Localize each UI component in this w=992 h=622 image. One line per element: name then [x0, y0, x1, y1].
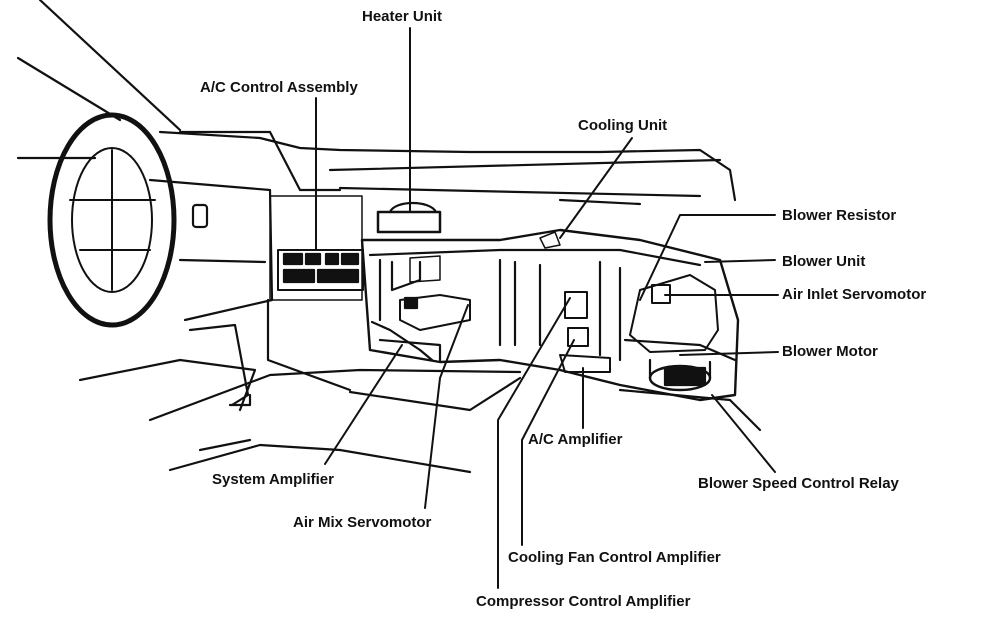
leader-blower-resistor — [639, 214, 776, 301]
label-air-mix-servomotor: Air Mix Servomotor — [293, 514, 432, 531]
leader-compressor-control-amplifier — [497, 297, 571, 589]
label-system-amplifier: System Amplifier — [212, 471, 334, 488]
label-blower-motor: Blower Motor — [782, 343, 878, 360]
leader-system-amplifier — [324, 344, 403, 465]
leader-blower-motor — [679, 351, 779, 356]
leader-cooling-fan-control-amplifier — [521, 339, 575, 546]
label-heater-unit: Heater Unit — [362, 8, 442, 25]
leader-blower-unit — [704, 259, 776, 263]
labels: Heater Unit A/C Control Assembly Cooling… — [200, 8, 926, 610]
label-blower-speed-control-relay: Blower Speed Control Relay — [698, 475, 900, 492]
dashboard-body — [16, 0, 762, 474]
label-ac-amplifier: A/C Amplifier — [528, 431, 623, 448]
label-ac-control-assembly: A/C Control Assembly — [200, 79, 358, 96]
label-compressor-control-amplifier: Compressor Control Amplifier — [476, 593, 691, 610]
leader-air-mix-servomotor — [424, 304, 469, 509]
leader-lines — [315, 27, 779, 589]
leader-cooling-unit — [559, 137, 633, 239]
leader-blower-speed-control-relay — [711, 394, 776, 473]
label-air-inlet-servomotor: Air Inlet Servomotor — [782, 286, 926, 303]
label-blower-resistor: Blower Resistor — [782, 207, 896, 224]
label-cooling-unit: Cooling Unit — [578, 117, 667, 134]
label-blower-unit: Blower Unit — [782, 253, 865, 270]
label-cooling-fan-control-amplifier: Cooling Fan Control Amplifier — [508, 549, 721, 566]
